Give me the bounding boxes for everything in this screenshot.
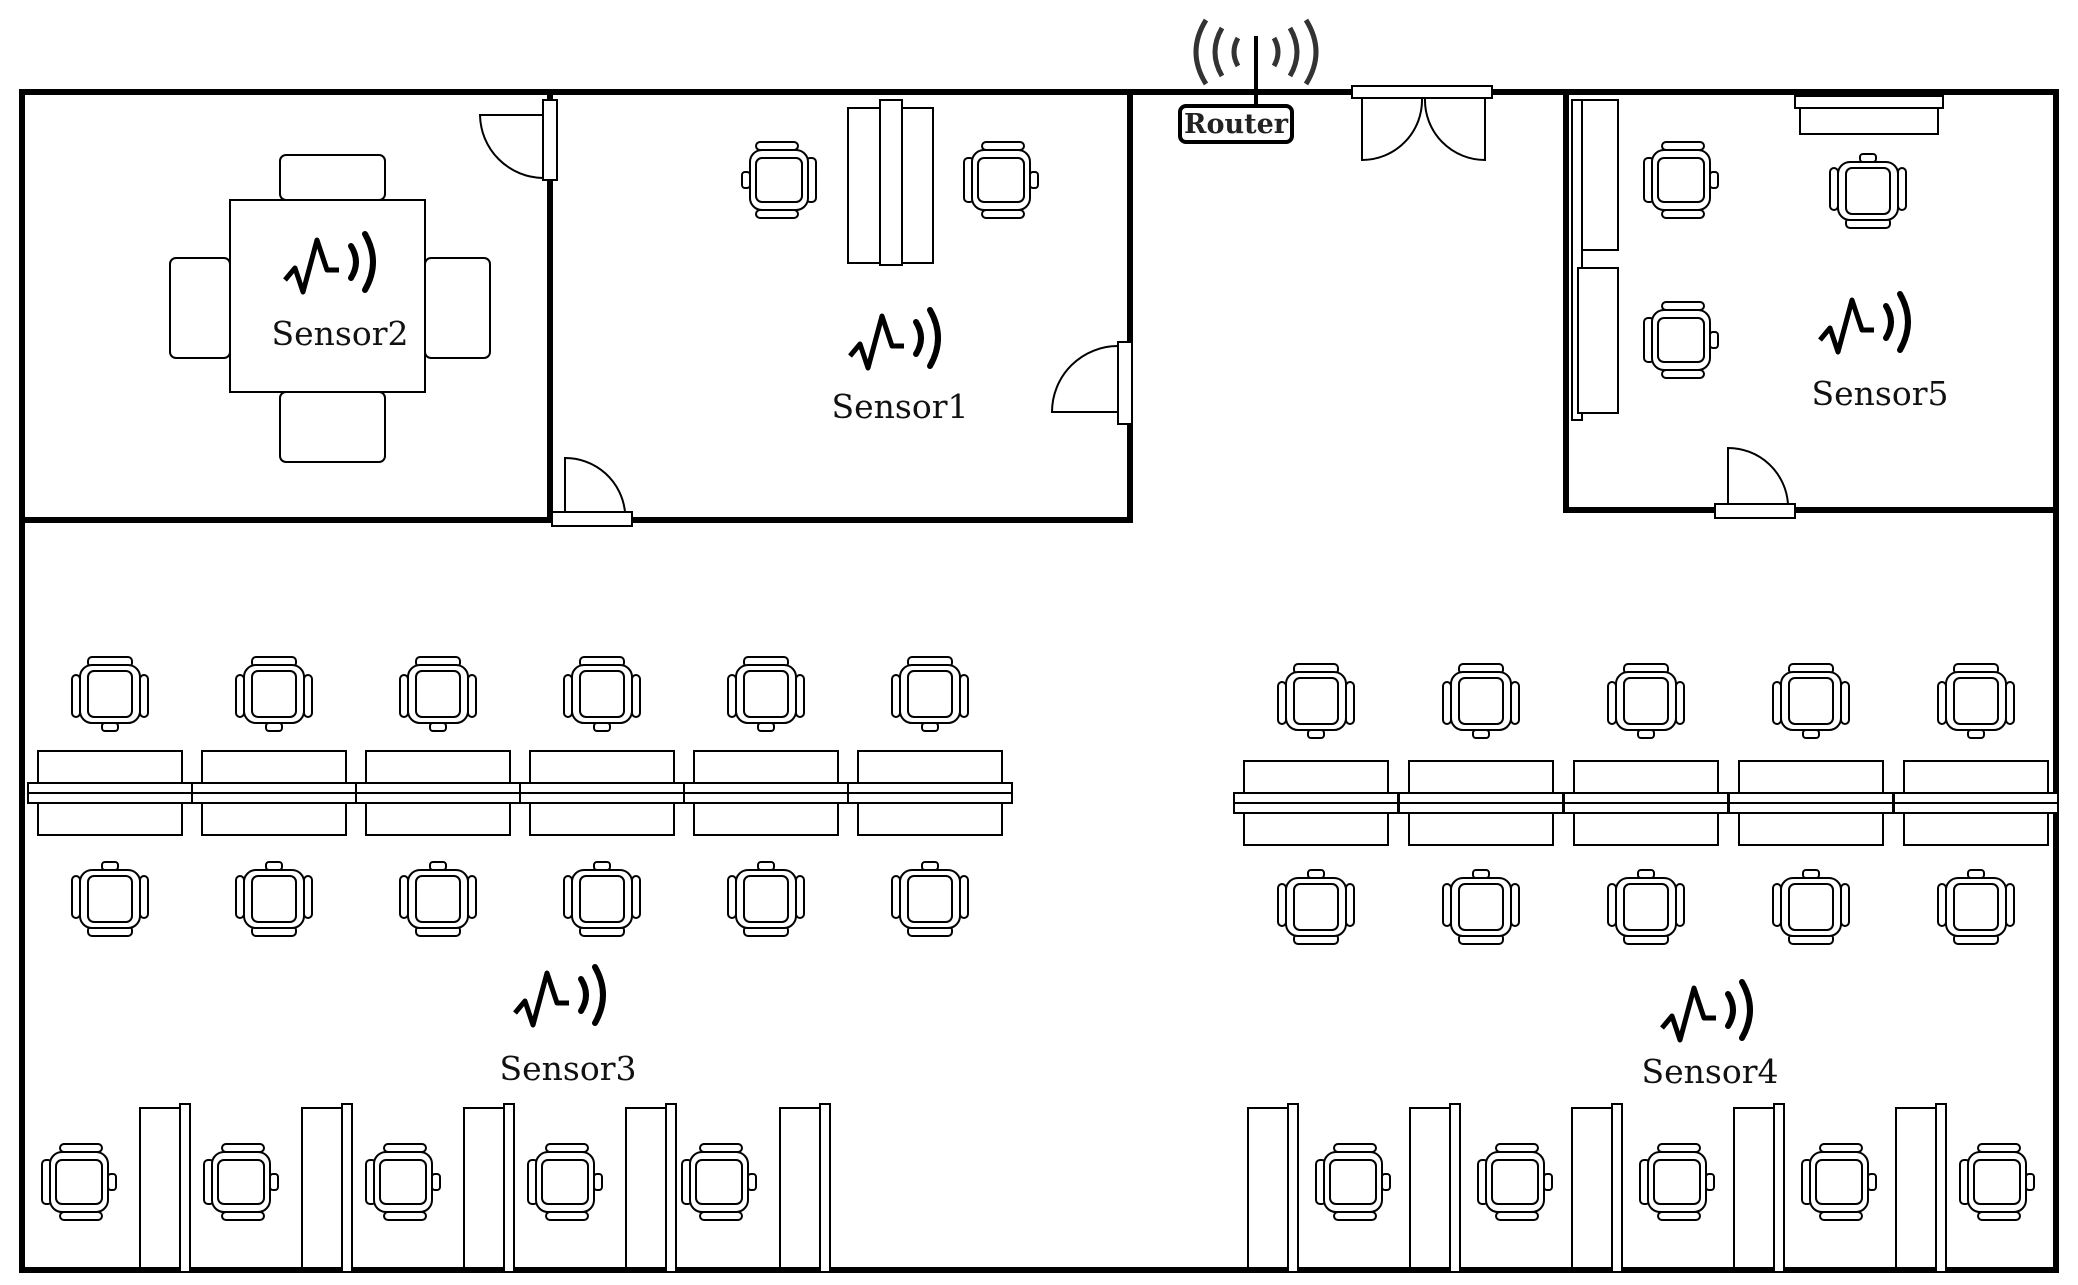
side-desk (463, 1103, 515, 1273)
chair-icon (236, 862, 312, 936)
outer-wall (19, 89, 2059, 1273)
chair-icon (400, 862, 476, 936)
router-antenna-icon (1178, 18, 1319, 144)
sensor5-label: Sensor5 (1812, 374, 1949, 413)
chair-icon (528, 1144, 602, 1220)
chair-icon (235, 656, 313, 732)
sensor3-label: Sensor3 (500, 1049, 637, 1088)
desk (683, 750, 849, 836)
chair-icon (42, 1144, 116, 1220)
bottom-workstations-right (1247, 1103, 2034, 1273)
chair-icon (892, 862, 968, 936)
sensor-wave-icon (1662, 982, 1750, 1040)
chair-icon (682, 1144, 756, 1220)
sensor1-label: Sensor1 (832, 387, 969, 426)
chair-icon (1607, 663, 1685, 739)
router-label: Router (1184, 109, 1289, 140)
side-desk (1247, 1103, 1299, 1273)
conference-table (169, 154, 491, 463)
door-swing-icon (1714, 446, 1796, 519)
chair-icon (72, 862, 148, 936)
chair-icon (1316, 1144, 1390, 1220)
chair-icon (1478, 1144, 1552, 1220)
side-desk (625, 1103, 677, 1273)
chair-icon (1937, 663, 2015, 739)
door-swing-icon (1050, 341, 1133, 425)
chair-icon (204, 1144, 278, 1220)
chair-icon (1443, 870, 1519, 944)
door-swing-icon (551, 456, 633, 527)
side-desk (1895, 1103, 1947, 1273)
desk (1563, 760, 1729, 846)
sensor-wave-icon (1820, 294, 1908, 352)
side-desk (139, 1103, 191, 1273)
desk (27, 750, 193, 836)
sensor-wave-icon (850, 310, 938, 368)
side-desk (1409, 1103, 1461, 1273)
chair-icon (366, 1144, 440, 1220)
chair-icon (1772, 663, 1850, 739)
chair-icon (1442, 663, 1520, 739)
bottom-workstations-left (42, 1103, 831, 1273)
sensor2-label: Sensor2 (272, 314, 409, 353)
chair-icon (399, 656, 477, 732)
room5-top-desk (1794, 95, 1944, 228)
side-desk (779, 1103, 831, 1273)
chair-icon (728, 862, 804, 936)
desk-cluster-right (1233, 663, 2059, 944)
chair-icon (563, 656, 641, 732)
door-swing-icon (478, 99, 558, 181)
desk (355, 750, 521, 836)
chair-icon (727, 656, 805, 732)
chair-icon (891, 656, 969, 732)
chair-icon (1802, 1144, 1876, 1220)
side-desk (301, 1103, 353, 1273)
desk (1398, 760, 1564, 846)
sensor4-label: Sensor4 (1642, 1052, 1779, 1091)
chair-icon (1960, 1144, 2034, 1220)
desk (1893, 760, 2059, 846)
desk (847, 750, 1013, 836)
desk (1233, 760, 1399, 846)
desk (191, 750, 357, 836)
desk-pair (742, 99, 1038, 266)
desk-cluster-left (27, 656, 1013, 936)
sensor-wave-icon (515, 967, 603, 1025)
chair-icon (564, 862, 640, 936)
chair-icon (1278, 870, 1354, 944)
chair-icon (1938, 870, 2014, 944)
desk (1728, 760, 1894, 846)
chair-icon (1277, 663, 1355, 739)
room5-side-desks (1571, 99, 1718, 421)
desk (519, 750, 685, 836)
chair-icon (1640, 1144, 1714, 1220)
side-desk (1571, 1103, 1623, 1273)
chair-icon (1608, 870, 1684, 944)
chair-icon (71, 656, 149, 732)
side-desk (1733, 1103, 1785, 1273)
chair-icon (1773, 870, 1849, 944)
double-door (1351, 85, 1493, 162)
